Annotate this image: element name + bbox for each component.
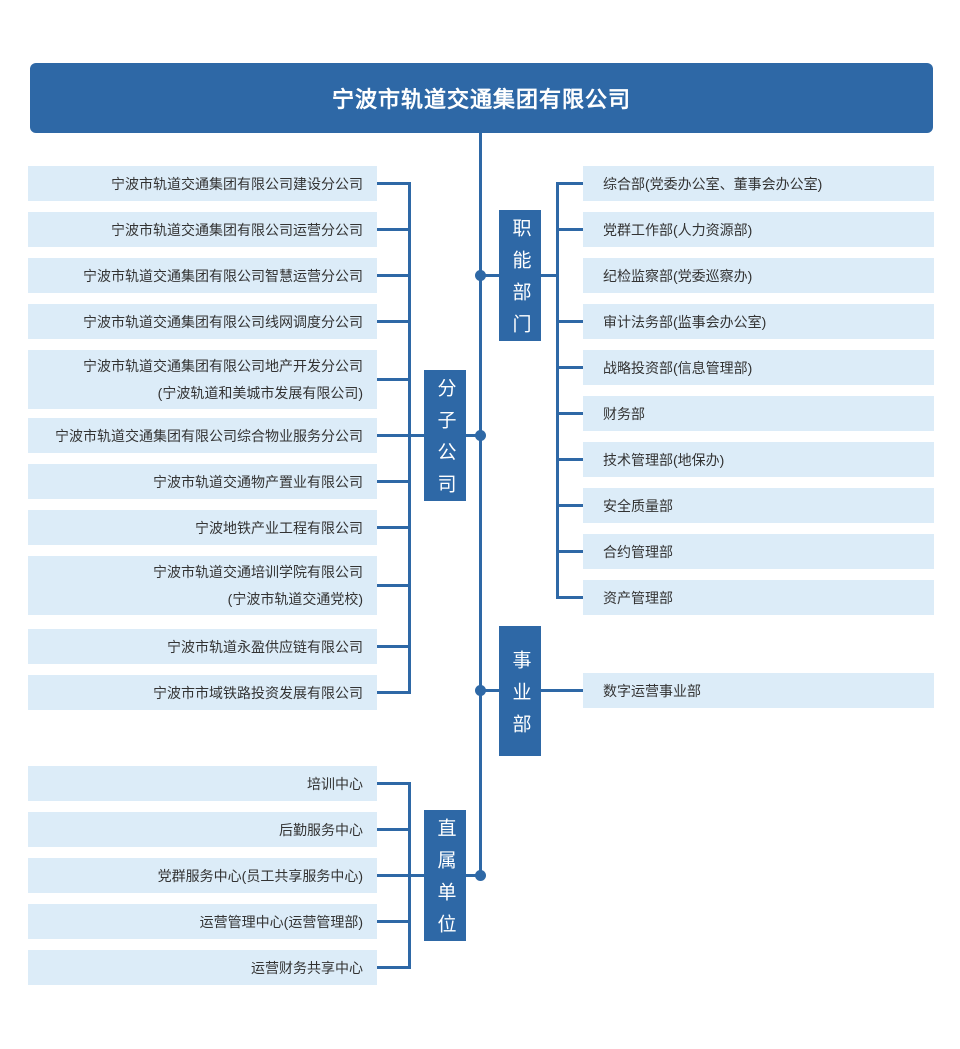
group-label-business-division: 事业部 xyxy=(499,626,541,756)
department-item: 审计法务部(监事会办公室) xyxy=(583,304,934,339)
connector-line xyxy=(377,920,411,923)
department-item: 技术管理部(地保办) xyxy=(583,442,934,477)
group-label-functional-departments: 职能部门 xyxy=(499,210,541,346)
subsidiary-item: 宁波市轨道交通集团有限公司地产开发分公司 (宁波轨道和美城市发展有限公司) xyxy=(28,350,377,409)
subsidiary-item: 宁波市轨道交通集团有限公司运营分公司 xyxy=(28,212,377,247)
subsidiary-item: 宁波市轨道交通集团有限公司综合物业服务分公司 xyxy=(28,418,377,453)
group-label-direct-units: 直属单位 xyxy=(424,810,466,946)
unit-item: 党群服务中心(员工共享服务中心) xyxy=(28,858,377,893)
connector-line xyxy=(559,458,583,461)
connector-line xyxy=(559,182,583,185)
group-label-subsidiaries: 分子公司 xyxy=(424,370,466,506)
connector-line xyxy=(377,782,411,785)
connector-line xyxy=(479,133,482,877)
subsidiary-item: 宁波市市域铁路投资发展有限公司 xyxy=(28,675,377,710)
connector-line xyxy=(408,782,411,969)
group-label-text: 职能部门 xyxy=(509,218,531,346)
unit-item: 运营财务共享中心 xyxy=(28,950,377,985)
subsidiary-item: 宁波市轨道交通培训学院有限公司 (宁波市轨道交通党校) xyxy=(28,556,377,615)
subsidiary-item: 宁波市轨道交通集团有限公司线网调度分公司 xyxy=(28,304,377,339)
connector-line xyxy=(377,645,411,648)
unit-item: 后勤服务中心 xyxy=(28,812,377,847)
company-title-box: 宁波市轨道交通集团有限公司 xyxy=(30,63,933,133)
connector-dot xyxy=(475,870,486,881)
connector-line xyxy=(377,228,411,231)
connector-dot xyxy=(475,430,486,441)
connector-line xyxy=(559,228,583,231)
connector-line xyxy=(377,320,411,323)
connector-line xyxy=(377,378,411,381)
connector-line xyxy=(559,504,583,507)
department-item: 资产管理部 xyxy=(583,580,934,615)
group-label-text: 分子公司 xyxy=(434,378,456,506)
connector-line xyxy=(377,691,411,694)
department-item: 战略投资部(信息管理部) xyxy=(583,350,934,385)
connector-line xyxy=(377,584,411,587)
group-label-text: 直属单位 xyxy=(434,818,456,946)
connector-line xyxy=(377,480,411,483)
connector-line xyxy=(556,182,559,599)
subsidiary-item: 宁波市轨道交通物产置业有限公司 xyxy=(28,464,377,499)
connector-line xyxy=(559,366,583,369)
connector-line xyxy=(408,182,411,694)
subsidiary-item: 宁波市轨道永盈供应链有限公司 xyxy=(28,629,377,664)
department-item: 纪检监察部(党委巡察办) xyxy=(583,258,934,293)
connector-line xyxy=(559,550,583,553)
connector-line xyxy=(377,828,411,831)
department-item: 安全质量部 xyxy=(583,488,934,523)
connector-line xyxy=(559,412,583,415)
connector-line xyxy=(559,596,583,599)
department-item: 综合部(党委办公室、董事会办公室) xyxy=(583,166,934,201)
subsidiary-item: 宁波市轨道交通集团有限公司建设分公司 xyxy=(28,166,377,201)
subsidiary-item: 宁波地铁产业工程有限公司 xyxy=(28,510,377,545)
unit-item: 运营管理中心(运营管理部) xyxy=(28,904,377,939)
department-item: 合约管理部 xyxy=(583,534,934,569)
connector-line xyxy=(559,320,583,323)
connector-line xyxy=(377,182,411,185)
company-title: 宁波市轨道交通集团有限公司 xyxy=(331,87,631,112)
connector-line xyxy=(377,274,411,277)
group-label-text: 事业部 xyxy=(509,649,531,746)
division-item: 数字运营事业部 xyxy=(583,673,934,708)
connector-line xyxy=(377,966,411,969)
department-item: 财务部 xyxy=(583,396,934,431)
unit-item: 培训中心 xyxy=(28,766,377,801)
subsidiary-item: 宁波市轨道交通集团有限公司智慧运营分公司 xyxy=(28,258,377,293)
department-item: 党群工作部(人力资源部) xyxy=(583,212,934,247)
connector-line xyxy=(377,526,411,529)
